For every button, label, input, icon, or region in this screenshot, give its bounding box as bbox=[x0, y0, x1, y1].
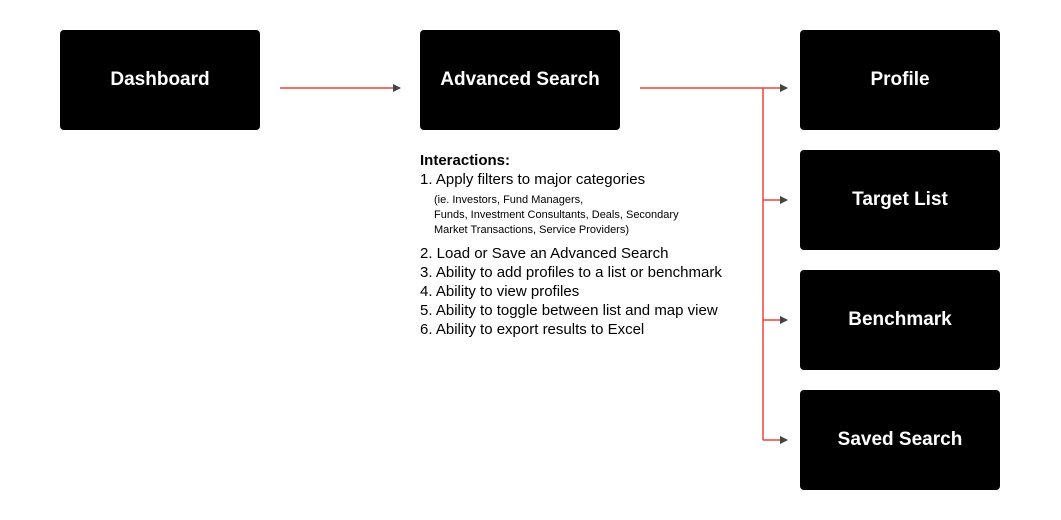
subnote-line: (ie. Investors, Fund Managers, bbox=[434, 194, 584, 206]
interaction-item: 4. Ability to view profiles bbox=[420, 283, 580, 300]
interactions-notes: Interactions: 1. Apply filters to major … bbox=[420, 151, 780, 339]
interaction-item: 6. Ability to export results to Excel bbox=[420, 321, 645, 338]
benchmark-node-label: Benchmark bbox=[848, 309, 952, 330]
saved-search-node-label: Saved Search bbox=[837, 429, 963, 450]
interaction-subnote: (ie. Investors, Fund Managers, Funds, In… bbox=[434, 193, 780, 238]
interactions-heading: Interactions: bbox=[420, 152, 511, 169]
advanced-search-node[interactable]: Advanced Search bbox=[420, 30, 620, 130]
target-list-node-label: Target List bbox=[852, 189, 948, 210]
interaction-item: 2. Load or Save an Advanced Search bbox=[420, 245, 669, 262]
subnote-line: Market Transactions, Service Providers) bbox=[434, 224, 630, 236]
profile-node[interactable]: Profile bbox=[800, 30, 1000, 130]
interaction-item: 3. Ability to add profiles to a list or … bbox=[420, 264, 722, 281]
dashboard-node-label: Dashboard bbox=[110, 69, 210, 90]
profile-node-label: Profile bbox=[870, 69, 930, 90]
interaction-item: 1. Apply filters to major categories bbox=[420, 171, 646, 188]
saved-search-node[interactable]: Saved Search bbox=[800, 390, 1000, 490]
subnote-line: Funds, Investment Consultants, Deals, Se… bbox=[434, 209, 679, 221]
benchmark-node[interactable]: Benchmark bbox=[800, 270, 1000, 370]
target-list-node[interactable]: Target List bbox=[800, 150, 1000, 250]
interaction-item: 5. Ability to toggle between list and ma… bbox=[420, 302, 718, 319]
advanced-search-node-label: Advanced Search bbox=[440, 69, 600, 90]
dashboard-node[interactable]: Dashboard bbox=[60, 30, 260, 130]
